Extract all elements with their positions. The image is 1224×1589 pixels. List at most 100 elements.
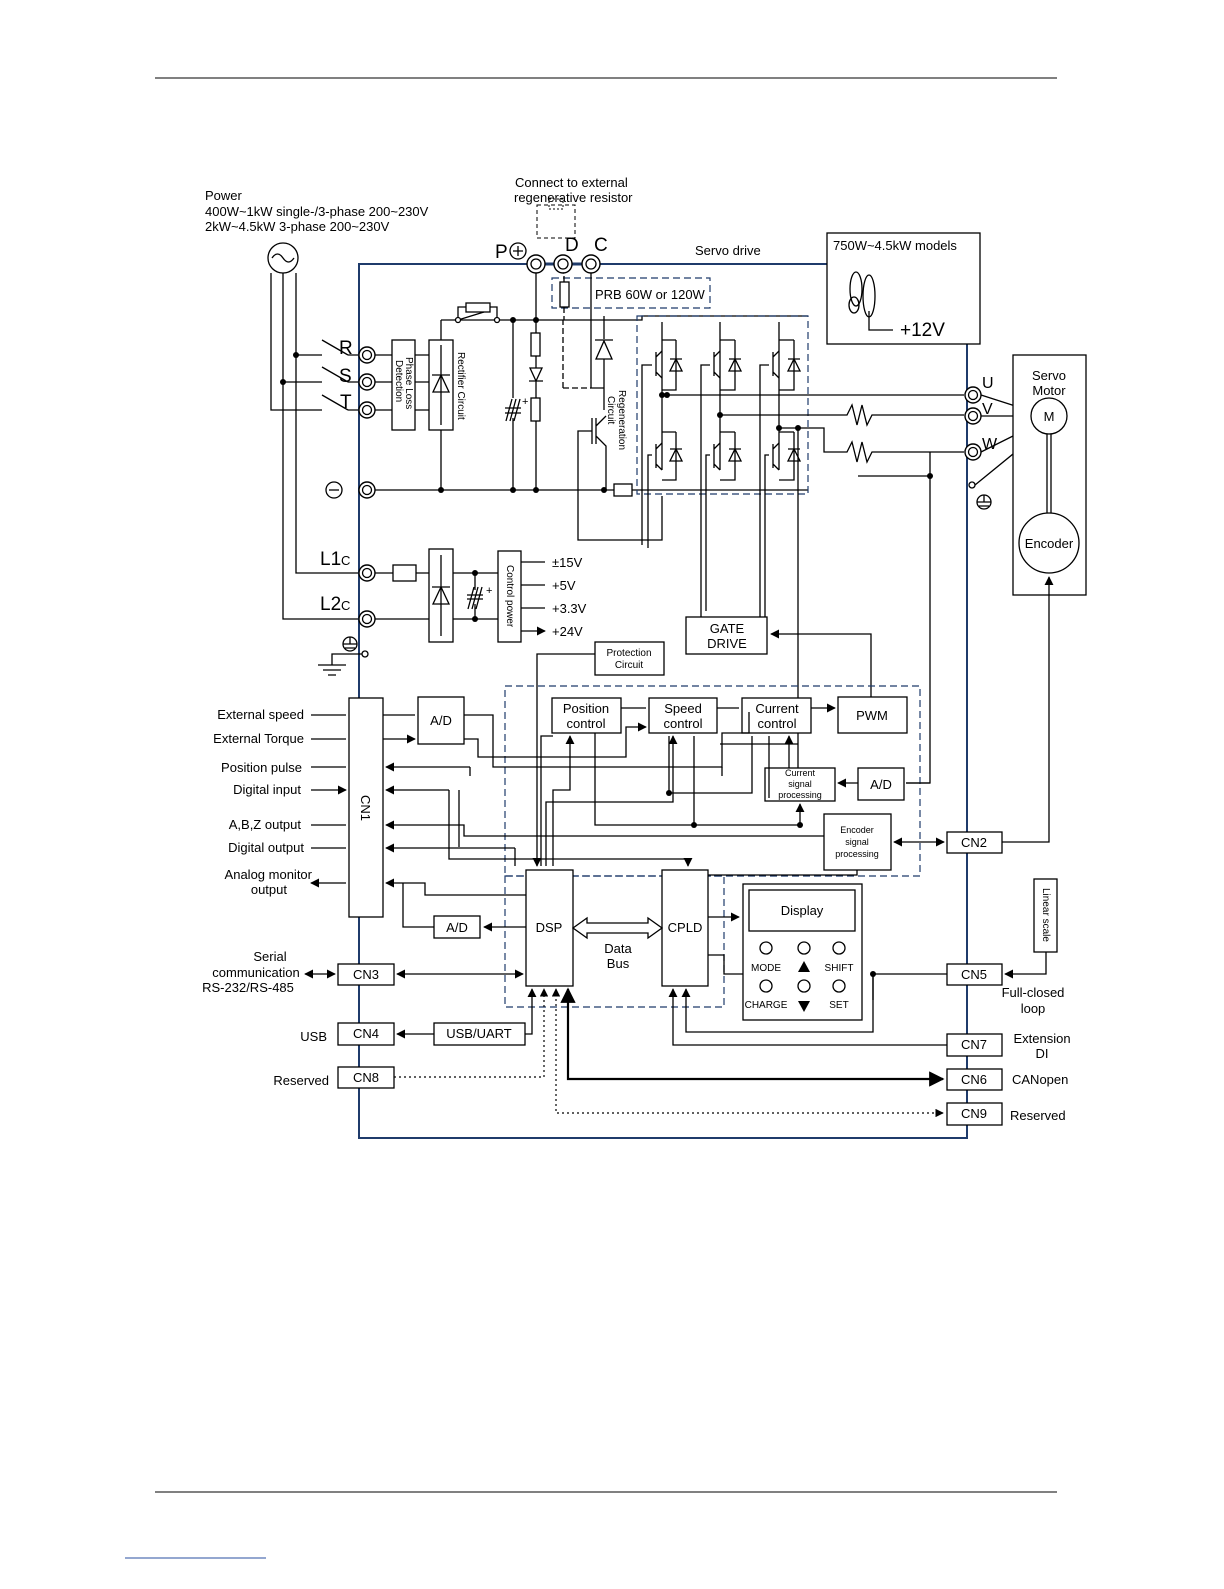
motor-m-label: M [1044, 409, 1055, 424]
current-control-line-1: Current [755, 701, 799, 716]
control-region-outline [504, 685, 921, 877]
speed-control-line-2: control [663, 716, 702, 731]
fan-voltage: +12V [900, 320, 945, 341]
terminal-l1-label: L1 [320, 549, 341, 570]
inverter-outline [636, 315, 809, 495]
protection-circuit-box [594, 641, 665, 676]
gate-drive-line-1: GATE [710, 621, 745, 636]
terminal-t-label: T [340, 392, 352, 413]
terminal-w[interactable] [964, 443, 982, 461]
mode-label: MODE [751, 963, 781, 974]
rst-switches [321, 339, 349, 411]
phase-w-wire [779, 427, 964, 464]
voltage-0: ±15V [552, 555, 583, 570]
cn8-label: CN8 [353, 1070, 379, 1085]
canopen-label: CANopen [1012, 1072, 1068, 1087]
terminal-v-label: V [982, 401, 993, 418]
terminal-p[interactable] [526, 254, 546, 274]
terminal-r[interactable] [358, 346, 376, 364]
ad-current-box [857, 767, 905, 801]
cn1-signal-0: External speed [217, 707, 304, 722]
ad-input-label: A/D [430, 713, 452, 728]
fan-box [826, 232, 981, 345]
serial-line-3: RS-232/RS-485 [202, 980, 294, 995]
cn2-label: CN2 [961, 835, 987, 850]
terminal-l1[interactable] [358, 564, 376, 582]
terminal-u[interactable] [964, 386, 982, 404]
control-fuse [392, 564, 417, 582]
full-closed-line-2: loop [1021, 1001, 1046, 1016]
power-line-2: 2kW~4.5kW 3-phase 200~230V [205, 219, 390, 234]
charge-indicator [759, 979, 773, 993]
phase-loss-detection-box [391, 339, 416, 431]
power-line-1: 400W~1kW single-/3-phase 200~230V [205, 204, 429, 219]
mode-button[interactable] [759, 941, 773, 955]
phase-loss-line-2: Detection [393, 360, 404, 402]
rst-switch-tails [348, 354, 358, 411]
svg-text:+: + [522, 396, 528, 408]
position-control-line-2: control [566, 716, 605, 731]
cn4-label: CN4 [353, 1026, 379, 1041]
current-signal-line-1: Current [785, 768, 816, 778]
serial-line-1: Serial [253, 949, 286, 964]
ext-resistor-outline [536, 204, 576, 239]
encoder-signal-line-1: Encoder [840, 825, 874, 835]
ad-input-box [417, 696, 465, 745]
data-bus-arrow [571, 916, 664, 940]
cn6-label: CN6 [961, 1072, 987, 1087]
voltage-2: +3.3V [552, 601, 587, 616]
down-button[interactable] [797, 979, 811, 993]
reserved-right-label: Reserved [1010, 1108, 1066, 1123]
set-button[interactable] [832, 979, 846, 993]
terminal-minus[interactable] [358, 481, 376, 499]
terminal-l2[interactable] [358, 610, 376, 628]
protection-line-2: Circuit [615, 660, 644, 671]
terminal-t[interactable] [358, 401, 376, 419]
cn1-signal-6: Analog monitor [225, 867, 313, 882]
voltage-1: +5V [552, 578, 576, 593]
gate-drive-line-2: DRIVE [707, 636, 747, 651]
encoder-symbol [1018, 512, 1080, 574]
data-bus-line-2: Bus [607, 956, 630, 971]
dsp-label: DSP [536, 920, 563, 935]
set-label: SET [829, 1000, 848, 1011]
terminal-s-label: S [339, 366, 352, 387]
gate-drive-box [685, 616, 768, 655]
ext-resistor-line-1: Connect to external [515, 175, 628, 190]
cpld-box [661, 869, 709, 987]
cn3-box [337, 963, 395, 986]
bleeder-resistor [530, 332, 541, 357]
encoder-signal-box [823, 813, 892, 871]
servo-motor-line-2: Motor [1032, 383, 1066, 398]
current-control-box [741, 697, 812, 734]
cn9-label: CN9 [961, 1106, 987, 1121]
ad-monitor-label: A/D [446, 920, 468, 935]
terminal-d[interactable] [553, 254, 573, 274]
regeneration-line-2: Circuit [605, 396, 616, 425]
cn7-label: CN7 [961, 1037, 987, 1052]
linear-scale-label: Linear scale [1040, 888, 1051, 942]
phase-loss-line-1: Phase Loss [403, 357, 414, 409]
regeneration-line-1: Regeneration [616, 390, 627, 450]
cn3-label: CN3 [353, 967, 379, 982]
prb-label: PRB 60W or 120W [595, 287, 706, 302]
rectifier-label: Rectifier Circuit [455, 352, 466, 420]
terminal-c[interactable] [581, 254, 601, 274]
cn4-box [337, 1022, 395, 1046]
cn6-box [946, 1068, 1003, 1091]
extension-line-2: DI [1036, 1046, 1049, 1061]
shift-button[interactable] [832, 941, 846, 955]
current-signal-line-3: processing [778, 790, 822, 800]
up-arrow-icon [798, 961, 810, 972]
control-power-feed-wires [282, 355, 358, 620]
control-power-label: Control power [504, 565, 515, 628]
prb-outline [551, 277, 711, 309]
phase-v-wire [720, 403, 964, 427]
terminal-r-label: R [339, 338, 353, 359]
terminal-v[interactable] [964, 407, 982, 425]
up-button[interactable] [797, 941, 811, 955]
current-control-line-2: control [757, 716, 796, 731]
usb-label: USB [300, 1029, 327, 1044]
terminal-s[interactable] [358, 373, 376, 391]
